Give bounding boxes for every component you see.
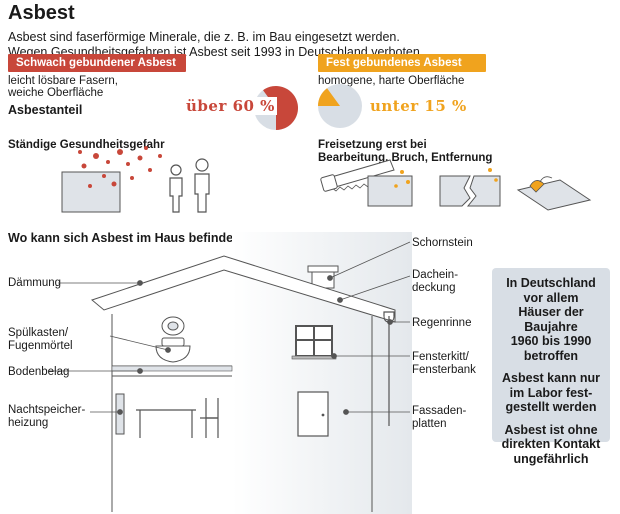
weak-risk-text: Ständige Gesundheitsgefahr — [8, 139, 165, 151]
info-paragraph-2: Asbest kann nur im Labor fest- gestellt … — [502, 371, 600, 414]
label-nachtspeicher-1: Nachtspeicher- — [8, 404, 86, 416]
strong-share-pie — [318, 84, 362, 128]
label-fensterkitt-1: Fensterkitt/ — [412, 351, 469, 363]
leader-lines — [48, 241, 411, 415]
person-icons — [169, 158, 210, 213]
window-icon — [291, 325, 337, 360]
label-fassade-2: platten — [412, 418, 447, 430]
removal-piece-icon — [529, 180, 545, 193]
dust-particles-icon — [394, 170, 410, 188]
info-paragraph-1: In Deutschland vor allem Häuser der Bauj… — [506, 276, 596, 363]
label-dach-2: deckung — [412, 282, 456, 294]
label-bodenbelag: Bodenbelag — [8, 366, 70, 378]
pie-strong-slice — [318, 88, 340, 106]
strong-release-line-2: Bearbeitung, Bruch, Entfernung — [318, 152, 493, 164]
label-regenrinne: Regenrinne — [412, 317, 472, 329]
fibre-particles-icon — [78, 146, 162, 188]
rain-gutter — [383, 311, 395, 426]
weak-asbestos-badge: Schwach gebundener Asbest — [8, 54, 186, 72]
label-fensterkitt-2: Fensterbank — [412, 364, 476, 376]
strong-share-value: unter 15 % — [368, 97, 469, 115]
label-fassade-1: Fassaden- — [412, 405, 467, 417]
weak-desc-line-1: leicht lösbare Fasern, — [8, 75, 118, 87]
broken-block-left — [439, 175, 471, 207]
strong-desc: homogene, harte Oberfläche — [318, 75, 465, 87]
intro-line-1: Asbest sind faserförmige Minerale, die z… — [8, 30, 400, 44]
info-paragraph-3: Asbest ist ohne direkten Kontakt ungefäh… — [501, 422, 601, 466]
label-nachtspeicher-2: heizung — [8, 417, 49, 429]
strong-asbestos-badge: Fest gebundenes Asbest — [318, 54, 486, 72]
label-schornstein: Schornstein — [412, 237, 473, 249]
info-box: In Deutschland vor allem Häuser der Bauj… — [492, 268, 610, 466]
label-spuelkasten-1: Spülkasten/ — [8, 327, 69, 339]
toilet-icon — [155, 316, 191, 363]
house-question: Wo kann sich Asbest im Haus befinden? — [8, 231, 249, 245]
page-title: Asbest — [8, 2, 75, 24]
label-daemmung: Dämmung — [8, 277, 62, 289]
weak-desc-line-2: weiche Oberfläche — [8, 87, 104, 99]
label-dach-1: Dachein- — [412, 269, 459, 281]
table-chair-icon — [136, 398, 219, 438]
broken-block-right — [466, 175, 501, 207]
weak-material-block — [61, 171, 121, 213]
weak-share-value: über 60 % — [184, 97, 277, 115]
break-dust-icon — [488, 168, 498, 182]
strong-material-block-1 — [367, 175, 413, 207]
share-label: Asbestanteil — [8, 103, 83, 117]
label-spuelkasten-2: Fugenmörtel — [8, 340, 73, 352]
saw-icon — [320, 159, 395, 192]
strong-release-line-1: Freisetzung erst bei — [318, 139, 427, 151]
